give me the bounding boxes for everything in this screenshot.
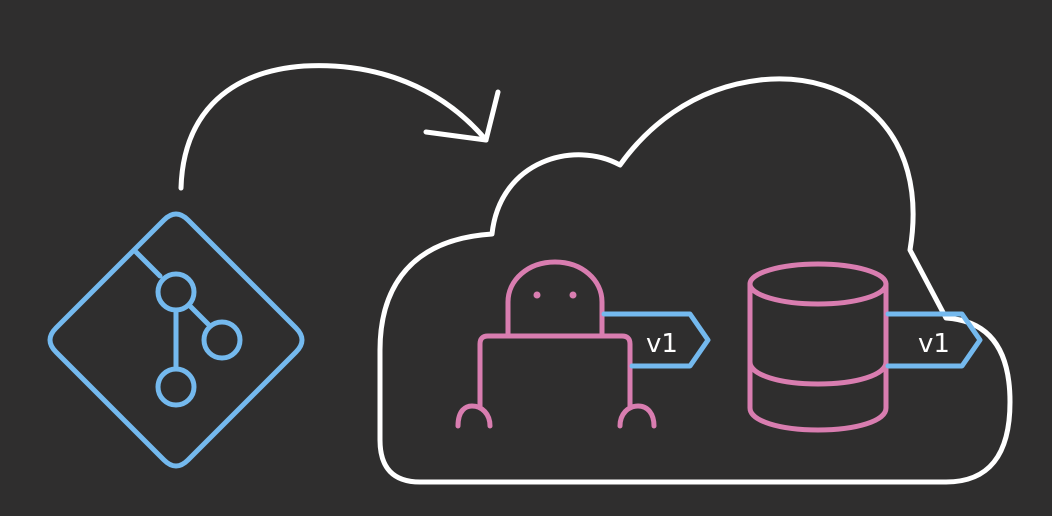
database-icon: [747, 261, 889, 433]
robot-eye-left: [533, 291, 541, 299]
robot-version-tag: v1: [601, 311, 711, 369]
cloud-icon: [377, 76, 1013, 485]
robot-eye-right: [569, 291, 577, 299]
robot-icon: [455, 259, 657, 429]
curved-arrow-icon: [178, 63, 501, 191]
robot-version-label: v1: [646, 329, 678, 359]
database-version-tag: v1: [885, 311, 983, 369]
database-version-label: v1: [918, 329, 950, 359]
git-icon: [47, 211, 305, 469]
